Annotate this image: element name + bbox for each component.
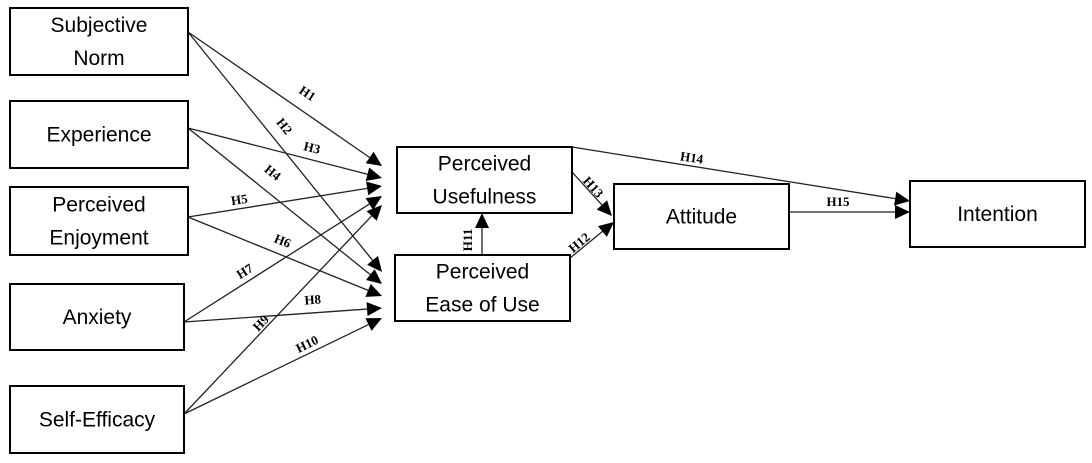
hypothesis-label-h13: H13: [580, 173, 607, 201]
path-se-to-pu: [183, 215, 373, 415]
arrowhead-h7: [365, 196, 382, 210]
hypothesis-label-h2: H2: [273, 115, 295, 137]
hypothesis-label-h1: H1: [296, 82, 318, 104]
arrowhead-h12: [597, 222, 614, 237]
path-pe-to-peou: [187, 216, 369, 291]
construct-box-int: Intention: [909, 180, 1086, 248]
arrowhead-h13: [596, 200, 612, 216]
path-pe-to-pu: [187, 187, 368, 218]
arrowhead-h1: [365, 151, 382, 166]
arrowhead-h14: [894, 191, 910, 206]
hypothesis-label-h15: H15: [826, 194, 850, 209]
construct-label-peou: Perceived: [436, 261, 529, 284]
path-pu-to-att: [571, 171, 603, 206]
arrowhead-h8: [366, 302, 382, 317]
construct-label-sn: Subjective: [51, 14, 148, 37]
construct-box-se: Self-Efficacy: [9, 385, 185, 454]
construct-box-anx: Anxiety: [9, 283, 185, 351]
construct-frame: [394, 254, 571, 322]
construct-frame: [9, 186, 189, 256]
hypothesis-label-h10: H10: [293, 332, 320, 356]
construct-label-exp: Experience: [46, 124, 151, 147]
construct-frame: [9, 385, 185, 454]
path-exp-to-pu: [187, 127, 368, 175]
construct-box-exp: Experience: [9, 100, 189, 169]
construct-label-anx: Anxiety: [63, 306, 132, 329]
construct-label-pu: Usefulness: [433, 186, 537, 209]
path-sn-to-peou: [187, 31, 374, 261]
construct-label-att: Attitude: [666, 206, 737, 229]
arrowhead-h15: [895, 205, 910, 219]
hypothesis-label-h3: H3: [302, 138, 322, 157]
construct-label-pe: Enjoyment: [49, 227, 148, 250]
arrowhead-h4: [365, 269, 382, 284]
hypothesis-label-h9: H9: [250, 311, 273, 334]
hypothesis-label-h12: H12: [565, 229, 592, 255]
arrowhead-h5: [366, 181, 382, 196]
path-exp-to-peou: [187, 127, 371, 276]
construct-frame: [396, 146, 573, 214]
hypothesis-label-h8: H8: [304, 291, 322, 307]
path-peou-to-att: [569, 230, 603, 259]
arrowhead-h6: [365, 283, 382, 297]
arrowhead-h11: [475, 213, 489, 228]
arrowhead-h9: [366, 205, 382, 221]
construct-label-pu: Perceived: [438, 153, 531, 176]
construct-frame: [9, 7, 189, 76]
path-anx-to-pu: [183, 203, 370, 323]
path-sn-to-pu: [187, 31, 371, 159]
hypothesis-label-h14: H14: [679, 148, 705, 167]
path-pu-to-int: [571, 146, 896, 200]
construct-label-sn: Norm: [73, 47, 124, 70]
arrowhead-h10: [365, 318, 382, 331]
construct-box-att: Attitude: [613, 183, 790, 250]
arrowhead-h2: [367, 255, 382, 272]
hypothesis-label-h4: H4: [262, 161, 285, 183]
construct-label-se: Self-Efficacy: [39, 409, 156, 432]
hypothesis-label-h11: H11: [460, 229, 475, 251]
construct-label-int: Intention: [957, 203, 1038, 226]
construct-frame: [9, 100, 189, 169]
construct-frame: [9, 283, 185, 351]
construct-frame: [909, 180, 1086, 248]
hypothesis-label-h5: H5: [230, 191, 249, 208]
arrowhead-h3: [365, 167, 382, 182]
path-se-to-peou: [183, 323, 369, 415]
construct-label-pe: Perceived: [52, 194, 145, 217]
construct-frame: [613, 183, 790, 250]
path-anx-to-peou: [183, 308, 368, 323]
hypothesis-label-h6: H6: [272, 231, 293, 251]
construct-label-peou: Ease of Use: [425, 294, 539, 317]
